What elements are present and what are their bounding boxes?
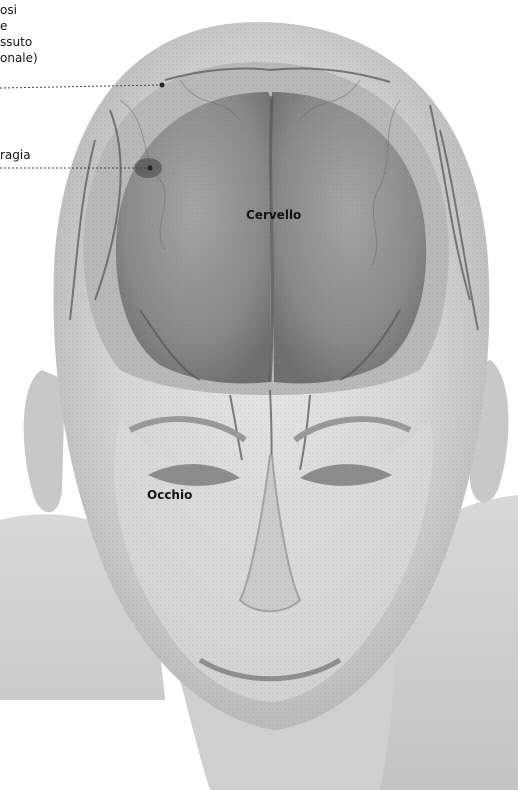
leader-dot-tissue — [160, 83, 165, 88]
brain-label: Cervello — [246, 207, 301, 223]
eye-label: Occhio — [147, 487, 192, 503]
tissue-label-cutoff: osi e ssuto onale) — [0, 2, 38, 66]
ear-left — [24, 370, 65, 512]
hemorrhage-label-cutoff: ragia — [0, 147, 31, 163]
tissue-label-line-2: e — [0, 18, 38, 34]
white-corner-block — [0, 700, 175, 790]
tissue-label-line-1: osi — [0, 2, 38, 18]
tissue-label-line-3: ssuto — [0, 34, 38, 50]
tissue-label-line-4: onale) — [0, 50, 38, 66]
leader-dot-hemorrhage — [148, 166, 153, 171]
